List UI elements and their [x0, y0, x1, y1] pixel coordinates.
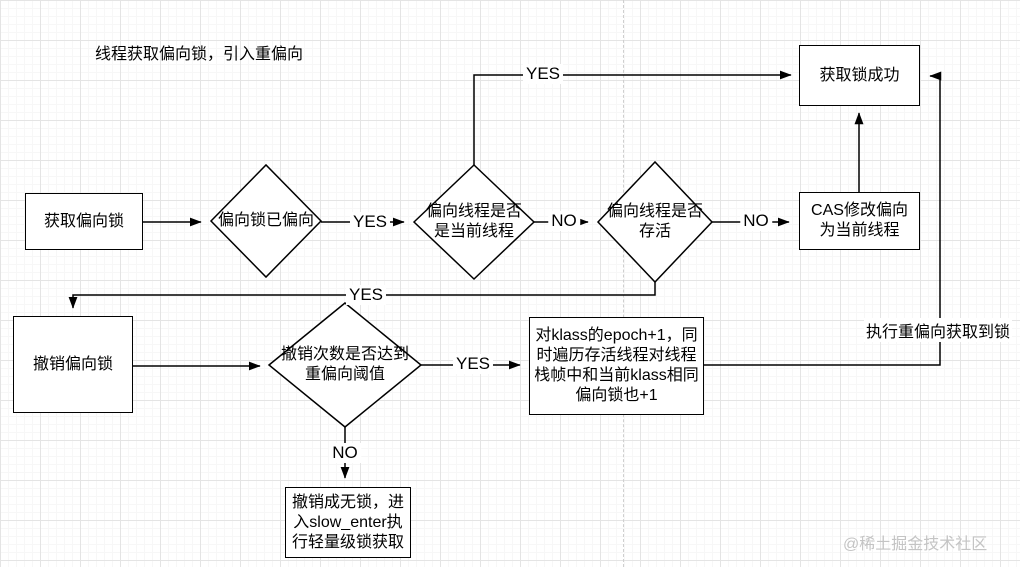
label-bias-thread-is-current: 偏向线程是否是当前线程 [425, 203, 522, 240]
node-revoke-to-lightweight: 撤销成无锁，进入slow_enter执行轻量级锁获取 [285, 487, 411, 558]
label-lock-already-biased: 偏向锁已偏向 [217, 212, 314, 229]
node-epoch-increment: 对klass的epoch+1，同时遍历存活线程对线程栈帧中和当前klass相同偏… [529, 317, 704, 415]
edge-label-threshold-no: NO [329, 443, 361, 463]
annotation-rebias-path: 执行重偏向获取到锁 [863, 318, 1013, 342]
edge-label-biased-yes: YES [349, 212, 391, 232]
node-lock-acquired: 获取锁成功 [799, 45, 920, 106]
diamond-lock-already-biased [209, 163, 323, 279]
edge-label-alive-no: NO [740, 211, 772, 231]
page-divider-dashed-line [623, 0, 624, 567]
label-revoke-count-threshold: 撤销次数是否达到重偏向阈值 [280, 346, 409, 383]
edge-label-current-thread-no: NO [548, 211, 580, 231]
node-cas-rebias: CAS修改偏向为当前线程 [799, 192, 920, 250]
edge-label-alive-yes: YES [345, 285, 387, 305]
edge-current-yes-to-success [473, 70, 792, 165]
edge-label-current-thread-yes: YES [522, 64, 564, 84]
node-acquire-biased-lock: 获取偏向锁 [25, 193, 143, 250]
edge-label-threshold-yes: YES [452, 354, 494, 374]
label-bias-thread-alive: 偏向线程是否存活 [606, 203, 703, 240]
juejin-watermark: @稀土掘金技术社区 [843, 536, 988, 553]
node-revoke-bias: 撤销偏向锁 [13, 316, 133, 413]
diagram-title: 线程获取偏向锁，引入重偏向 [95, 46, 304, 63]
edge-epoch-rebias-to-success [704, 71, 942, 366]
